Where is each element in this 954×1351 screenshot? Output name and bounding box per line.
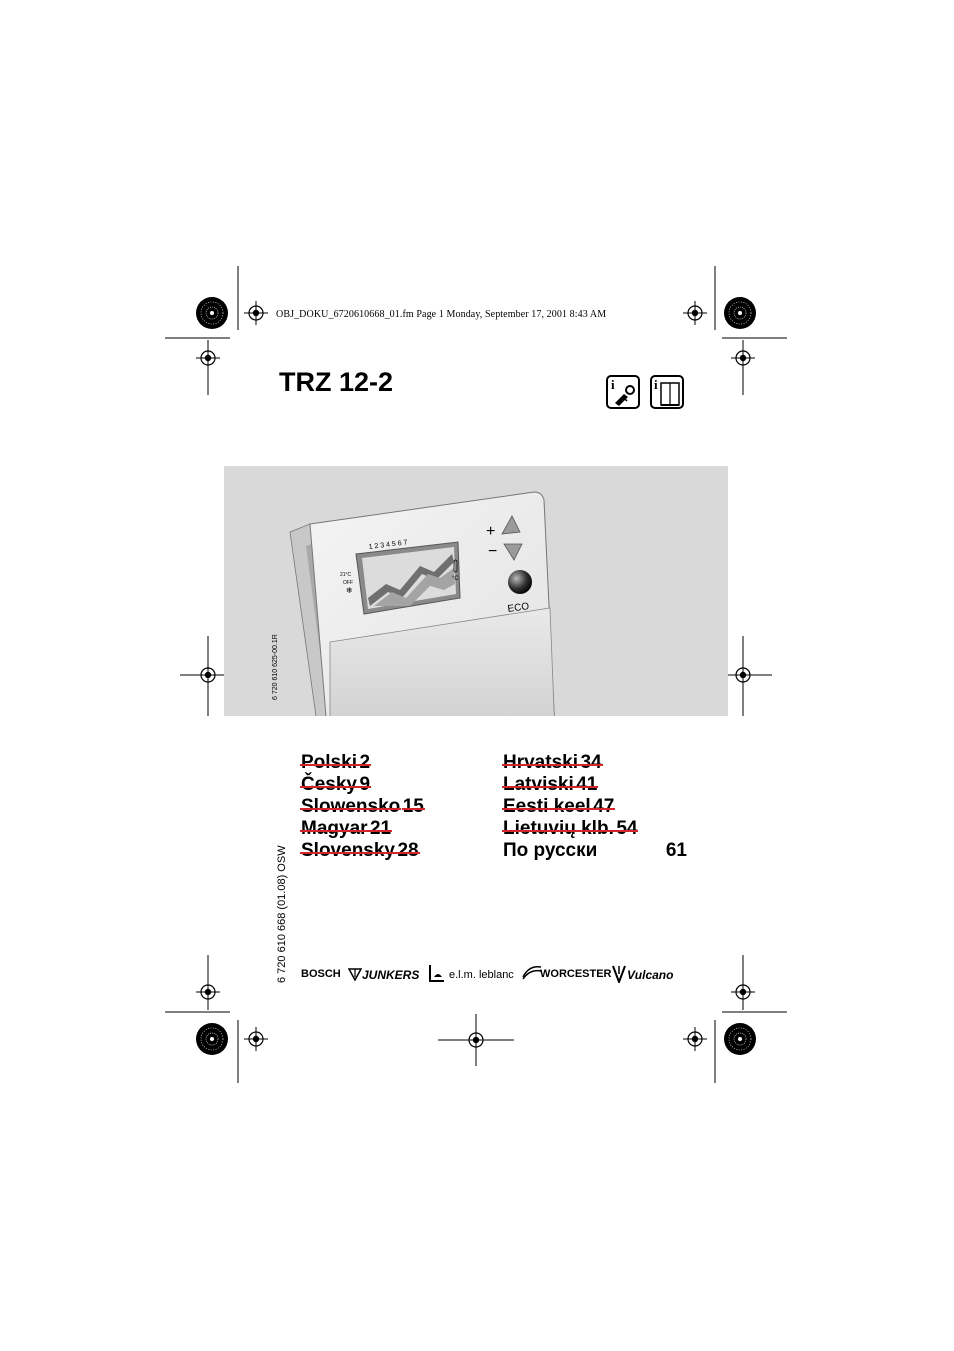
language-row[interactable]: Hrvatski 34 bbox=[503, 752, 689, 774]
language-row[interactable]: Magyar 21 bbox=[301, 818, 487, 840]
brand-bosch: BOSCH bbox=[301, 968, 341, 980]
language-page: 28 bbox=[397, 840, 419, 861]
thermometer-icon bbox=[453, 559, 458, 573]
brand-leblanc: e.l.m. leblanc bbox=[449, 969, 514, 981]
language-name: По русски bbox=[503, 840, 598, 861]
brand-junkers: JUNKERS bbox=[362, 968, 420, 982]
document-code: 6 720 610 668 (01.08) OSW bbox=[276, 845, 288, 983]
language-page: 41 bbox=[576, 774, 598, 795]
language-name: Magyar bbox=[301, 818, 368, 839]
language-page: 47 bbox=[593, 796, 615, 817]
weekday-numbers: 1 2 3 4 5 6 7 bbox=[368, 539, 408, 551]
language-name: Slovensky bbox=[301, 840, 395, 861]
language-row[interactable]: Slowensko 15 bbox=[301, 796, 487, 818]
language-name: Eesti keel bbox=[503, 796, 591, 817]
language-name: Latviski bbox=[503, 774, 574, 795]
junkers-logo-icon bbox=[348, 968, 362, 981]
temp-label: 21°C bbox=[340, 572, 352, 578]
down-arrow-button[interactable] bbox=[503, 543, 523, 561]
installation-info-icon: i bbox=[606, 375, 640, 409]
language-page: 61 bbox=[665, 840, 687, 861]
celsius-label: °C bbox=[452, 576, 459, 582]
language-name: Česky bbox=[301, 774, 357, 795]
off-label: OFF bbox=[343, 580, 353, 586]
language-page: 34 bbox=[580, 752, 602, 773]
svg-text:i: i bbox=[611, 377, 615, 392]
language-page: 21 bbox=[369, 818, 392, 839]
illustration-code: 6 720 610 625-00.1R bbox=[272, 634, 279, 700]
brand-worcester: WORCESTER bbox=[540, 968, 612, 980]
vulcano-logo-icon bbox=[612, 965, 626, 983]
frost-icon: ❄ bbox=[346, 586, 353, 595]
language-page: 54 bbox=[616, 818, 638, 839]
leblanc-logo-icon bbox=[429, 965, 444, 982]
language-column-left: Polski 2 Česky 9 Slowensko 15 Magyar 21 … bbox=[301, 752, 487, 862]
thermostat-illustration: 1 2 3 4 5 6 7 21°C OFF ❄ °C + − ECO bbox=[289, 491, 555, 716]
file-header-line: OBJ_DOKU_6720610668_01.fm Page 1 Monday,… bbox=[276, 309, 607, 320]
document-title: TRZ 12-2 bbox=[279, 367, 394, 397]
language-row[interactable]: Lietuvių klb. 54 bbox=[503, 818, 689, 840]
plus-symbol: + bbox=[486, 523, 495, 540]
language-row[interactable]: Česky 9 bbox=[301, 774, 487, 796]
language-page: 15 bbox=[402, 796, 424, 817]
language-column-right: Hrvatski 34 Latviski 41 Eesti keel 47 Li… bbox=[503, 752, 689, 862]
language-row[interactable]: Latviski 41 bbox=[503, 774, 689, 796]
user-manual-info-icon: i bbox=[650, 375, 684, 409]
language-name: Hrvatski bbox=[503, 752, 578, 773]
brand-vulcano: Vulcano bbox=[627, 968, 674, 982]
language-page: 9 bbox=[359, 774, 371, 795]
worcester-logo-icon bbox=[522, 965, 542, 980]
language-name: Polski bbox=[301, 752, 357, 773]
language-row[interactable]: Polski 2 bbox=[301, 752, 487, 774]
up-arrow-button[interactable] bbox=[501, 515, 521, 535]
language-page: 2 bbox=[359, 752, 371, 773]
language-row[interactable]: По русски 61 bbox=[503, 840, 689, 862]
eco-button[interactable] bbox=[508, 570, 532, 594]
language-name: Slowensko bbox=[301, 796, 401, 817]
svg-text:i: i bbox=[654, 377, 658, 392]
language-name: Lietuvių klb. bbox=[503, 818, 614, 839]
eco-label: ECO bbox=[507, 601, 530, 615]
minus-symbol: − bbox=[488, 543, 497, 560]
language-row[interactable]: Eesti keel 47 bbox=[503, 796, 689, 818]
language-row[interactable]: Slovensky 28 bbox=[301, 840, 487, 862]
